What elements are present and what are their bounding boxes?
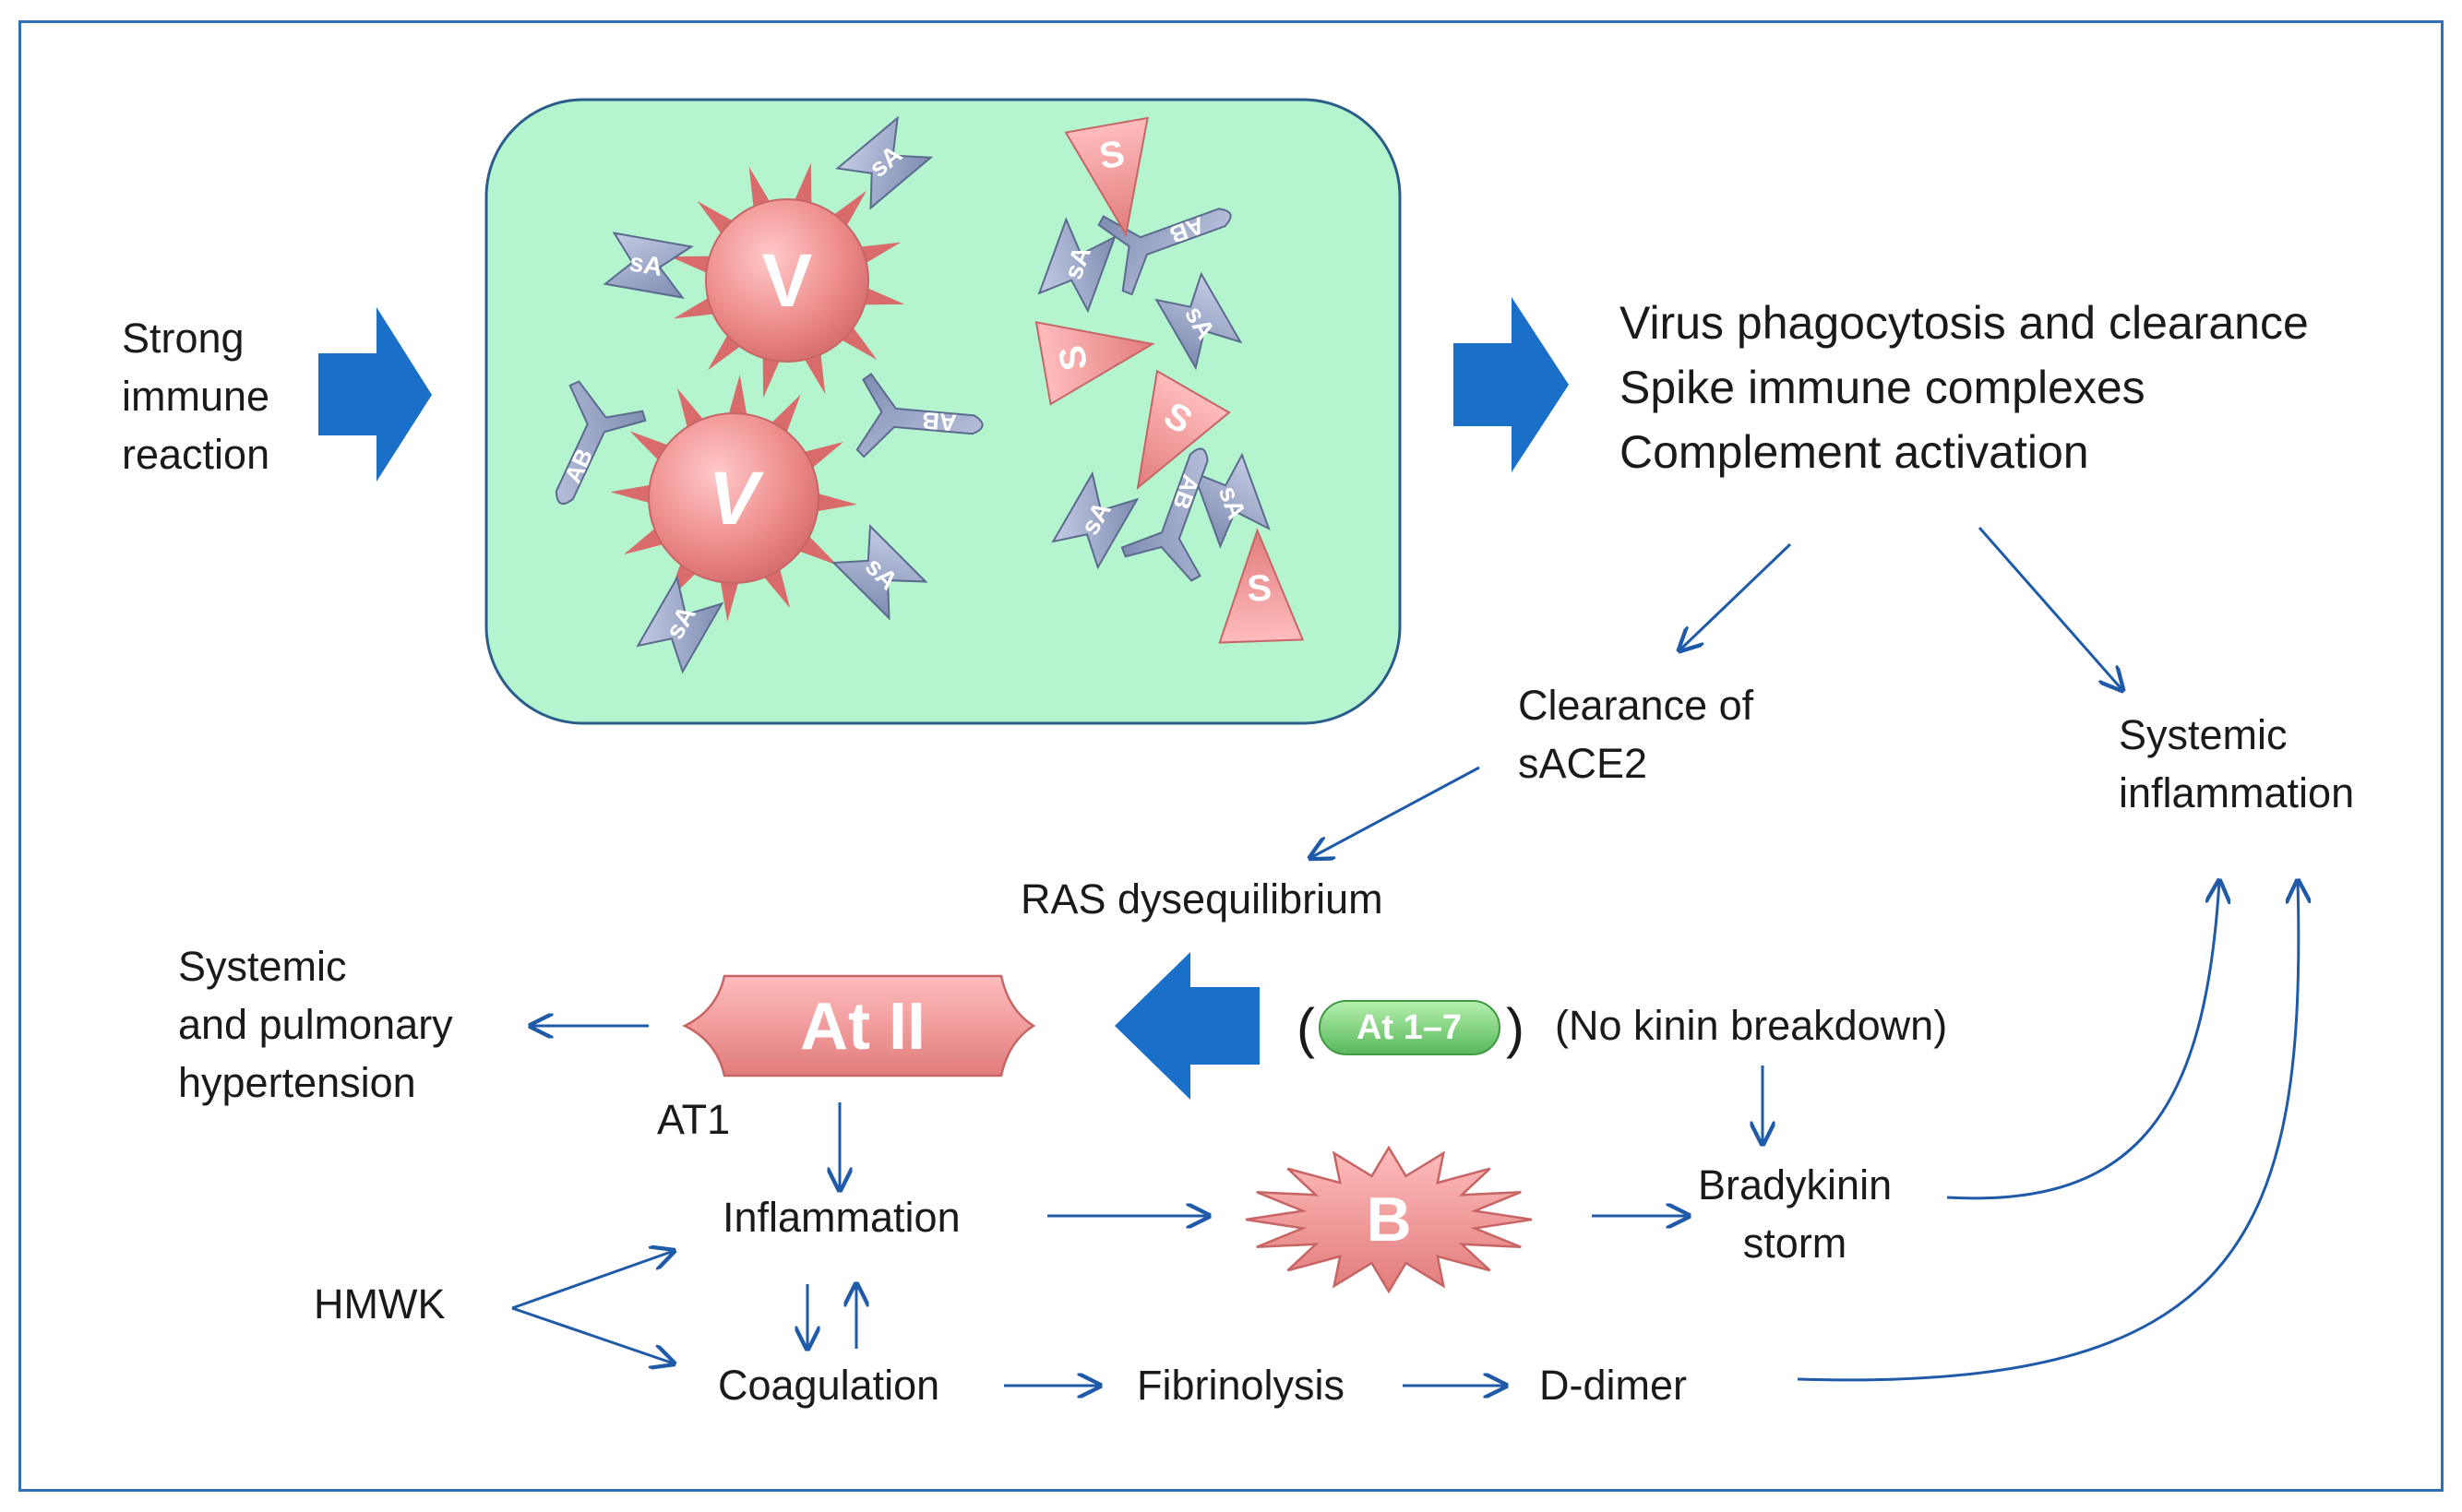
svg-text:AB: AB xyxy=(921,406,958,436)
virus-label: V xyxy=(762,239,813,323)
virus-spike xyxy=(813,492,857,512)
bradykinin-node: B xyxy=(1245,1145,1533,1294)
arrow-to-systemic-inflammation xyxy=(1978,527,2122,690)
virus-spike xyxy=(793,162,812,208)
svg-text:S: S xyxy=(1247,568,1273,610)
figure-frame xyxy=(18,20,2444,1492)
virus-spike xyxy=(669,256,714,275)
virus-spike xyxy=(748,166,772,211)
virus-spike xyxy=(762,353,782,399)
at2-label: At II xyxy=(800,990,926,1064)
fibrinolysis-label: Fibrinolysis xyxy=(1137,1362,1345,1409)
at17-label: At 1–7 xyxy=(1356,1008,1462,1047)
virus-spike xyxy=(860,286,905,305)
spike-antibody-chevron: sA xyxy=(1191,452,1271,549)
outcomes-list: Virus phagocytosis and clearance Spike i… xyxy=(1619,291,2309,484)
no-kinin-breakdown-label: (No kinin breakdown) xyxy=(1555,1002,1948,1049)
outcome-item: Spike immune complexes xyxy=(1619,362,2145,413)
ddimer-label: D-dimer xyxy=(1539,1362,1688,1409)
angiotensin-1-7-node: At 1–7 xyxy=(1319,1000,1500,1055)
arrow-storm-to-systemic-inflammation xyxy=(1946,881,2219,1200)
virus-spike xyxy=(720,577,740,622)
paren-open: ( xyxy=(1297,997,1315,1059)
virus-particle: V xyxy=(669,162,905,399)
at1-label: AT1 xyxy=(657,1096,731,1143)
arrow-to-clearance xyxy=(1679,542,1792,650)
spike-protein-triangle: S xyxy=(1218,528,1305,644)
block-arrow-out-of-panel xyxy=(1453,297,1569,472)
spike-protein-triangle: S xyxy=(1136,369,1231,491)
spike-antibody-chevron: sA xyxy=(1051,470,1140,570)
arrow-hmwk-to-inflammation xyxy=(511,1251,674,1310)
ras-dysequilibrium-label: RAS dysequilibrium xyxy=(1021,875,1383,923)
antibody: AB xyxy=(855,373,984,458)
hmwk-label: HMWK xyxy=(314,1280,446,1327)
virus-spike xyxy=(673,295,718,319)
arrow-ddimer-to-systemic-inflammation xyxy=(1797,881,2299,1382)
virus-spike xyxy=(610,484,654,505)
arrow-to-ras xyxy=(1310,766,1480,858)
virus-particle: V xyxy=(610,375,857,622)
svg-text:sA: sA xyxy=(627,247,665,281)
antibody: AB xyxy=(1097,208,1232,296)
outcome-item: Complement activation xyxy=(1619,426,2089,478)
virus-label: V xyxy=(709,457,765,541)
block-arrow-into-panel xyxy=(318,307,432,482)
paren-close: ) xyxy=(1506,997,1524,1059)
inflammation-label: Inflammation xyxy=(723,1194,961,1241)
spike-protein-triangle: S xyxy=(1064,116,1149,237)
outcome-item: Virus phagocytosis and clearance xyxy=(1619,297,2309,349)
arrow-hmwk-to-coagulation xyxy=(511,1306,674,1363)
spike-protein-triangle: S xyxy=(1034,321,1155,406)
block-arrow-to-at2 xyxy=(1115,952,1260,1100)
virus-spike xyxy=(727,375,747,419)
angiotensin-2-node: At II xyxy=(682,974,1036,1077)
virus-spike xyxy=(802,350,826,395)
coagulation-label: Coagulation xyxy=(718,1362,940,1409)
spike-antibody-chevron: sA xyxy=(603,232,694,299)
b-label: B xyxy=(1366,1185,1411,1255)
virus-spike xyxy=(856,242,902,266)
